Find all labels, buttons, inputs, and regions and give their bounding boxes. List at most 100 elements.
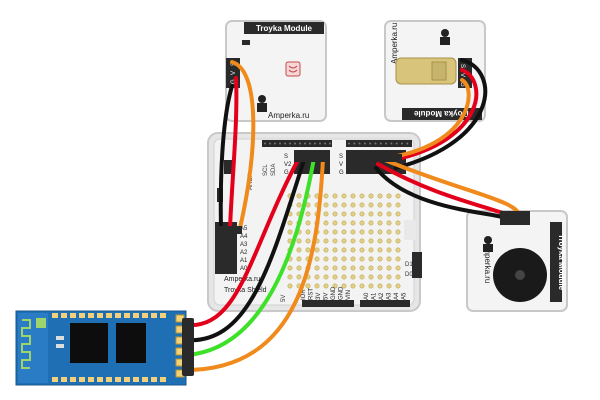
buzzer-module: Troyka Module Amperka.ru SVG <box>466 210 568 312</box>
bt-pad <box>115 377 121 382</box>
pcb-hole <box>368 220 374 226</box>
pcb-hole <box>296 247 302 253</box>
pcb-hole <box>332 193 338 199</box>
i2c-sda-label: SDA <box>271 164 277 176</box>
pcb-hole <box>350 238 356 244</box>
power-pin-label: 5V <box>324 293 330 300</box>
pcb-hole <box>395 283 401 289</box>
pcb-hole <box>386 283 392 289</box>
pcb-hole <box>296 256 302 262</box>
pcb-hole <box>377 274 383 280</box>
pcb-hole <box>332 247 338 253</box>
bt-chip-2 <box>116 323 146 363</box>
analog-pin-label: A0 <box>364 292 370 300</box>
pcb-hole <box>395 247 401 253</box>
pcb-hole <box>359 202 365 208</box>
pcb-hole <box>332 220 338 226</box>
analog-side-label: A0 <box>240 266 248 272</box>
pcb-hole <box>368 202 374 208</box>
side-block-top <box>224 160 232 174</box>
left-5v-label: 5V <box>281 295 287 302</box>
pcb-hole <box>323 274 329 280</box>
bt-pad <box>52 377 58 382</box>
bt-pad <box>70 377 76 382</box>
bt-pad <box>70 313 76 318</box>
bt-pad <box>151 313 157 318</box>
analog-side-label: A2 <box>240 250 248 256</box>
header-hole <box>379 142 382 145</box>
pcb-hole <box>368 247 374 253</box>
header-hole <box>390 142 393 145</box>
pcb-hole <box>305 247 311 253</box>
pcb-hole <box>305 211 311 217</box>
sensor-module-brand: Amperka.ru <box>268 111 309 120</box>
pcb-hole <box>305 238 311 244</box>
wire-sensor-power <box>228 76 239 230</box>
pcb-hole <box>314 274 320 280</box>
bt-pads <box>52 313 166 382</box>
wire-bt-ground <box>184 158 306 343</box>
analog-pin-label: A3 <box>387 292 393 300</box>
buzzer-module-brand: Amperka.ru <box>483 242 492 283</box>
bt-pad <box>160 377 166 382</box>
header-hole <box>314 142 316 145</box>
pcb-hole <box>296 274 302 280</box>
pcb-hole <box>377 256 383 262</box>
header-hole <box>274 142 276 145</box>
bt-pad <box>61 377 67 382</box>
pcb-hole <box>341 193 347 199</box>
pcb-hole <box>359 211 365 217</box>
pcb-hole <box>323 211 329 217</box>
pcb-hole <box>395 265 401 271</box>
pcb-hole <box>341 283 347 289</box>
analog-side-label: A4 <box>240 234 248 240</box>
center-left-col-labels: SVG <box>339 154 344 176</box>
pcb-hole <box>395 220 401 226</box>
rail-label: S <box>284 154 288 160</box>
pcb-hole <box>314 265 320 271</box>
pcb-hole <box>287 229 293 235</box>
pcb-hole <box>332 256 338 262</box>
header-hole <box>309 142 311 145</box>
pcb-hole <box>296 202 302 208</box>
pcb-hole <box>323 238 329 244</box>
pcb-hole <box>386 229 392 235</box>
pcb-hole <box>386 265 392 271</box>
pcb-hole <box>287 283 293 289</box>
pcb-hole <box>332 238 338 244</box>
pcb-hole <box>350 283 356 289</box>
amperka-logo-icon <box>257 95 267 112</box>
digital-header-left <box>262 140 332 147</box>
pcb-hole <box>341 274 347 280</box>
header-hole <box>284 142 286 145</box>
bt-pad <box>79 377 85 382</box>
analog-header <box>360 300 410 307</box>
analog-side-label: A3 <box>240 242 248 248</box>
wire-servo-power <box>391 68 479 162</box>
bt-pad <box>88 313 94 318</box>
bt-pad <box>61 313 67 318</box>
header-hole <box>353 142 356 145</box>
bluetooth-module <box>15 310 187 386</box>
pcb-hole <box>395 274 401 280</box>
pcb-hole <box>332 283 338 289</box>
header-hole <box>294 142 296 145</box>
pcb-hole <box>359 238 365 244</box>
pcb-hole <box>377 265 383 271</box>
header-hole <box>319 142 321 145</box>
col-label: V <box>339 162 343 168</box>
pcb-hole <box>305 229 311 235</box>
pcb-hole <box>359 274 365 280</box>
pcb-hole <box>377 202 383 208</box>
digital-d0-d1-header <box>412 252 422 278</box>
pcb-hole <box>368 211 374 217</box>
pcb-hole <box>296 265 302 271</box>
header-hole <box>279 142 281 145</box>
pcb-hole <box>386 211 392 217</box>
pcb-hole <box>296 193 302 199</box>
servo-pin-labels: SVG <box>459 64 465 87</box>
pcb-hole <box>350 274 356 280</box>
